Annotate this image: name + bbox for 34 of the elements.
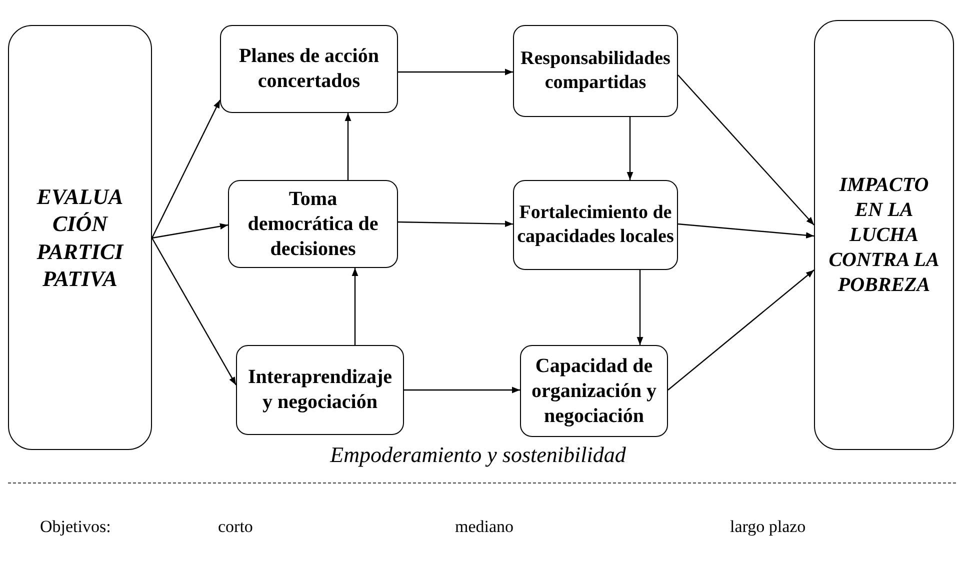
arrow xyxy=(352,268,358,345)
box-label: Toma democrática de decisiones xyxy=(246,186,380,262)
arrow xyxy=(398,220,514,228)
box-label: IMPACTO EN LA LUCHA CONTRA LA POBREZA xyxy=(828,172,940,298)
arrow xyxy=(626,117,634,180)
row-label: Objetivos: xyxy=(40,516,111,537)
process-box xyxy=(220,25,398,113)
box-label: Capacidad de organización y negociación xyxy=(530,354,658,428)
box-label: Responsabilidades compartidas xyxy=(520,47,672,95)
arrow xyxy=(344,113,352,180)
process-box xyxy=(513,25,678,117)
arrow xyxy=(151,100,221,238)
box-label: EVALUA CIÓN PARTICI PATIVA xyxy=(36,182,125,292)
box-label: Fortalecimiento de capacidades locales xyxy=(516,201,675,249)
arrow xyxy=(668,270,814,390)
arrow xyxy=(152,223,228,239)
process-box xyxy=(513,180,678,270)
process-box xyxy=(520,345,668,437)
term-label: corto xyxy=(218,516,253,537)
process-box xyxy=(228,180,398,268)
arrow xyxy=(678,223,814,238)
arrow xyxy=(636,270,644,345)
process-box xyxy=(236,345,404,435)
arrow xyxy=(398,68,513,76)
rounded-panel xyxy=(8,25,152,450)
box-label: Planes de acción concertados xyxy=(238,44,380,94)
arrow xyxy=(151,238,237,386)
box-label: Interaprendizaje y negociación xyxy=(246,365,394,415)
arrow xyxy=(678,74,814,226)
term-label: largo plazo xyxy=(730,516,806,537)
arrow xyxy=(404,386,520,394)
term-label: mediano xyxy=(455,516,514,537)
rounded-panel xyxy=(814,20,954,450)
caption-text: Empoderamiento y sostenibilidad xyxy=(330,442,626,468)
